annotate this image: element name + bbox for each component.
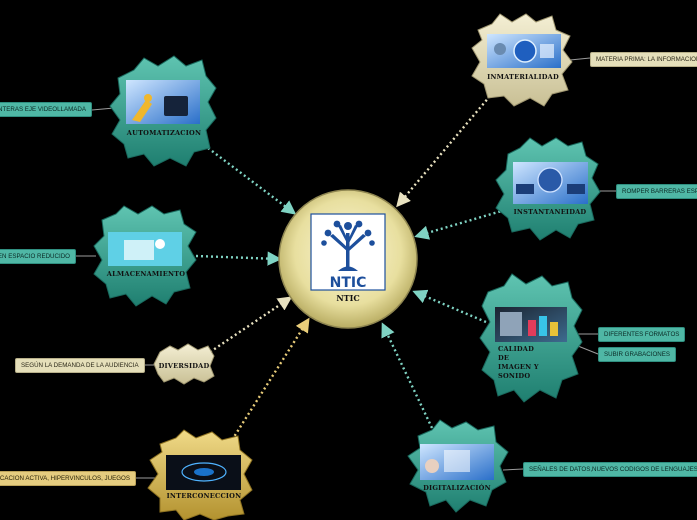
connector-instantaneidad [414, 208, 506, 240]
tag-calidad-2[interactable]: SUBIR GRABACIONES [598, 347, 677, 362]
connector-interconeccion [230, 317, 310, 441]
node-calidad[interactable] [479, 273, 583, 403]
node-diversidad[interactable] [153, 343, 215, 385]
tag-inmaterialidad[interactable]: MATERIA PRIMA: LA INFORMACION [590, 52, 697, 67]
connectors [195, 95, 506, 441]
node-inmaterialidad[interactable] [471, 13, 573, 107]
connector-inmaterialidad [396, 95, 491, 208]
tag-connectors [76, 57, 616, 479]
tag-almacenamiento[interactable]: MUCHO EN ESPACIO REDUCIDO [0, 249, 76, 264]
tag-calidad-1[interactable]: DIFERENTES FORMATOS [598, 327, 686, 342]
label-digitalizacion: DIGITALIZACIÓN [423, 484, 491, 492]
connector-calidad [412, 289, 487, 324]
connector-diversidad [209, 296, 293, 353]
label-automatizacion: AUTOMATIZACION [126, 129, 202, 137]
label-diversidad: DIVERSIDAD [158, 362, 210, 370]
label-almacenamiento: ALMACENAMIENTO [106, 270, 186, 278]
label-calidad-line-2: DE [498, 354, 510, 362]
label-interconeccion: INTERCONECCION [166, 492, 242, 500]
node-interconeccion[interactable] [147, 429, 253, 520]
tag-interconeccion[interactable]: COMUNICACION ACTIVA, HIPERVINCULOS, JUEG… [0, 471, 136, 486]
connector-automatizacion [207, 147, 297, 215]
tag-diversidad[interactable]: SEGÚN LA DEMANDA DE LA AUDIENCIA [15, 358, 145, 373]
label-instantaneidad: INSTANTANEIDAD [513, 208, 587, 216]
tag-instantaneidad[interactable]: ROMPER BARRERAS ESPACIALES [616, 184, 697, 199]
tree-logo-icon [321, 220, 375, 271]
label-calidad-line-3: IMAGEN Y [498, 363, 539, 371]
tag-automatizacion[interactable]: SIN FRONTERAS EJE VIDEOLLAMADA [0, 102, 92, 117]
connector-almacenamiento [195, 251, 282, 266]
label-calidad-line-1: CALIDAD [498, 345, 535, 353]
tag-digitalizacion[interactable]: SEÑALES DE DATOS,NUEVOS CODIGOS DE LENGU… [523, 462, 697, 477]
label-inmaterialidad: INMATERIALIDAD [487, 73, 559, 81]
node-instantaneidad[interactable] [495, 137, 601, 241]
logo-text: NTIC [330, 275, 367, 291]
node-digitalizacion[interactable] [407, 419, 509, 513]
center-title: NTIC [336, 293, 359, 303]
node-almacenamiento[interactable] [93, 205, 197, 307]
label-calidad-line-4: SONIDO [498, 372, 531, 380]
label-calidad: CALIDAD DE IMAGEN Y SONIDO [498, 345, 558, 381]
node-automatizacion[interactable] [109, 55, 217, 167]
connector-digitalizacion [381, 322, 434, 429]
central-node[interactable]: NTIC NTIC [278, 189, 418, 329]
